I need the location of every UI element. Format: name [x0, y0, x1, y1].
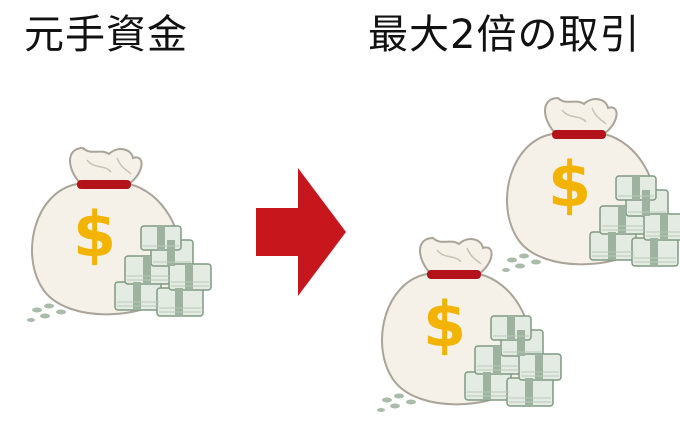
label-max-double-trade: 最大2倍の取引 [368, 12, 641, 58]
money-bag-icon-original [26, 147, 212, 323]
money-bag-icon-double-back [501, 97, 680, 273]
right-arrow-icon [256, 168, 346, 296]
label-original-funds: 元手資金 [24, 12, 188, 58]
